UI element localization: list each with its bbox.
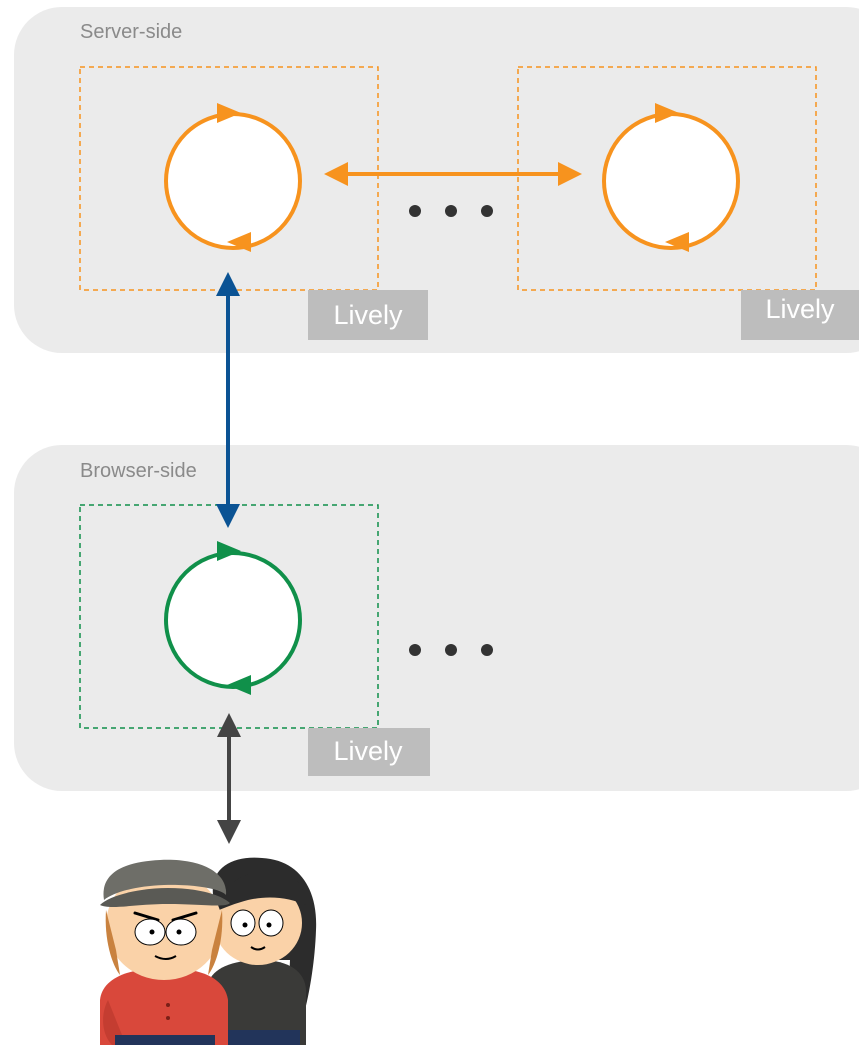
lively-badge-browser: Lively xyxy=(308,728,430,776)
lively-badge-label: Lively xyxy=(333,736,403,766)
cycle-arrow-head-top xyxy=(655,103,679,123)
browser-node xyxy=(164,541,302,695)
cycle-arrow-head-bottom xyxy=(227,675,251,695)
user-female-figure xyxy=(208,857,317,1045)
browser-side-panel: Browser-side Lively xyxy=(14,445,859,791)
cycle-arrow-head-top xyxy=(217,541,241,561)
cycle-arrow-head-bottom xyxy=(227,232,251,252)
browser-side-label: Browser-side xyxy=(80,460,197,482)
cycle-arrow-head-top xyxy=(217,103,241,123)
server-more-ellipsis xyxy=(409,205,493,217)
server-side-label: Server-side xyxy=(80,21,182,43)
server-node-right xyxy=(602,103,740,252)
lively-badge-label: Lively xyxy=(333,300,403,330)
two-cartoon-users-icon xyxy=(100,857,317,1045)
server-node-left xyxy=(164,103,302,252)
lively-badge-label: Lively xyxy=(765,294,835,324)
cycle-arrow-head-bottom xyxy=(665,232,689,252)
user-male-figure xyxy=(100,859,230,1045)
lively-badge-server-left: Lively xyxy=(308,290,428,340)
browser-more-ellipsis xyxy=(409,644,493,656)
server-side-panel: Server-side Lively Lively xyxy=(14,7,859,353)
lively-badge-server-right: Lively xyxy=(741,290,859,340)
